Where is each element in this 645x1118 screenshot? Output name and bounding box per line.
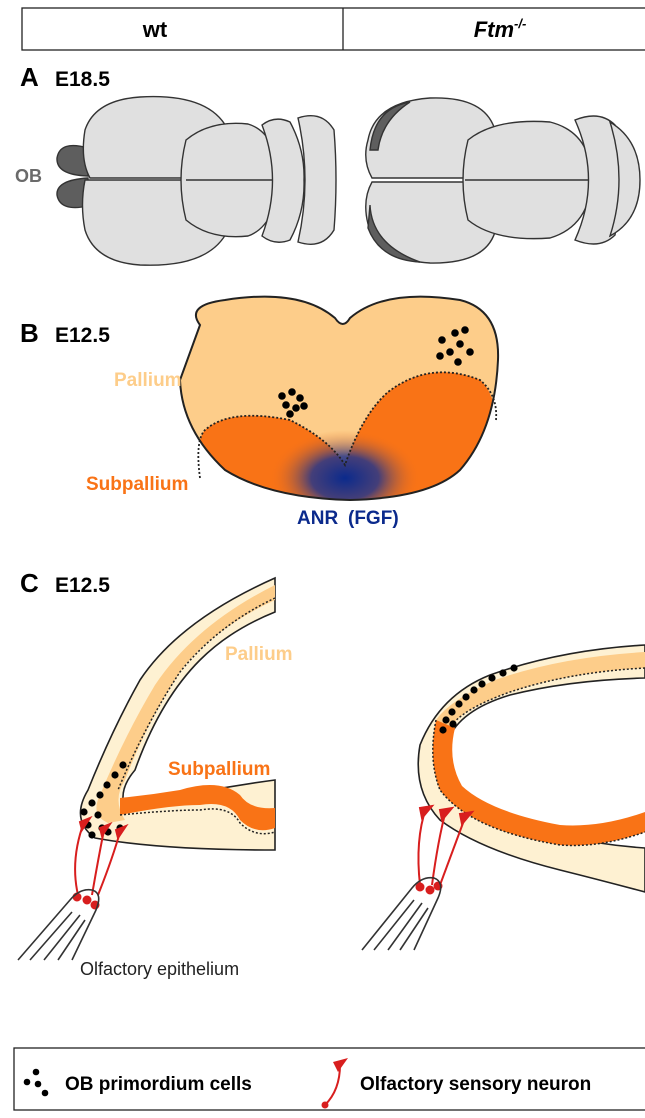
- panel-a: A E18.5 OB: [15, 62, 640, 265]
- wt-brain: [57, 97, 336, 266]
- legend-neuron-label: Olfactory sensory neuron: [360, 1074, 591, 1095]
- subpallium-label-b: Subpallium: [86, 474, 188, 495]
- mutant-section: [362, 645, 645, 950]
- panel-c: C E12.5: [18, 568, 645, 979]
- subpallium-label-c: Subpallium: [168, 759, 270, 780]
- panel-c-stage: E12.5: [55, 574, 110, 597]
- pallium-label-b: Pallium: [114, 370, 182, 391]
- header-wt: wt: [142, 17, 168, 42]
- header-row: wt Ftm-/-: [22, 8, 645, 50]
- panel-b: B E12.5 Pallium Subpallium ANR (FGF): [20, 280, 510, 529]
- fgf-label: (FGF): [348, 508, 399, 529]
- pallium-label-c: Pallium: [225, 644, 293, 665]
- panel-a-letter: A: [20, 62, 39, 92]
- mutant-brain: [366, 98, 640, 263]
- panel-a-stage: E18.5: [55, 68, 110, 91]
- anr-label: ANR: [297, 508, 338, 529]
- panel-b-stage: E12.5: [55, 324, 110, 347]
- mutant-neurons: [417, 806, 473, 894]
- legend: OB primordium cells Olfactory sensory ne…: [14, 1048, 645, 1110]
- panel-b-letter: B: [20, 318, 39, 348]
- telencephalon-section: [170, 280, 510, 526]
- ob-label: OB: [15, 166, 42, 186]
- epithelium-label: Olfactory epithelium: [80, 959, 239, 979]
- panel-c-letter: C: [20, 568, 39, 598]
- wt-section: Pallium Subpallium Olfactory epithelium: [18, 578, 293, 979]
- legend-ob-cells-label: OB primordium cells: [65, 1074, 252, 1095]
